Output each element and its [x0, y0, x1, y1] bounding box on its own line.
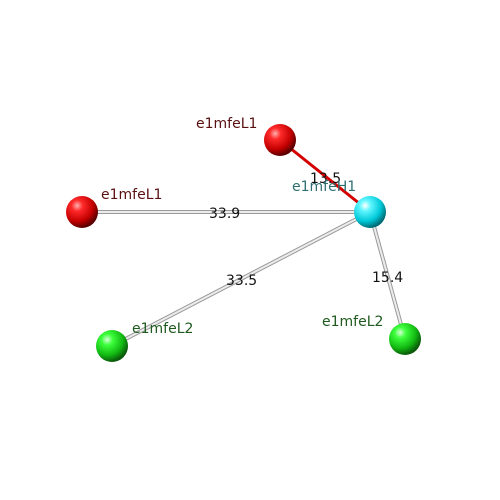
node-label-g1: e1mfeL2: [132, 321, 193, 337]
edge-distance-label: 13.5: [310, 171, 341, 187]
node-sphere-r2[interactable]: [66, 196, 98, 228]
edge-c-r1-0: [278, 138, 372, 214]
node-label-g2: e1mfeL2: [322, 314, 383, 330]
node-sphere-c[interactable]: [354, 196, 386, 228]
edge-distance-label: 33.5: [226, 273, 257, 289]
edge-distance-label: 15.4: [372, 270, 403, 286]
node-label-r1: e1mfeL1: [196, 116, 257, 132]
node-label-r2: e1mfeL1: [101, 187, 162, 203]
node-sphere-g1[interactable]: [96, 330, 128, 362]
edge-distance-label: 33.9: [209, 206, 240, 222]
node-label-c: e1mfeH1: [292, 179, 356, 195]
edge-c-g2-3: [368, 210, 407, 341]
node-sphere-g2[interactable]: [389, 323, 421, 355]
node-sphere-r1[interactable]: [264, 124, 296, 156]
edge-c-g1-2: [110, 210, 372, 348]
